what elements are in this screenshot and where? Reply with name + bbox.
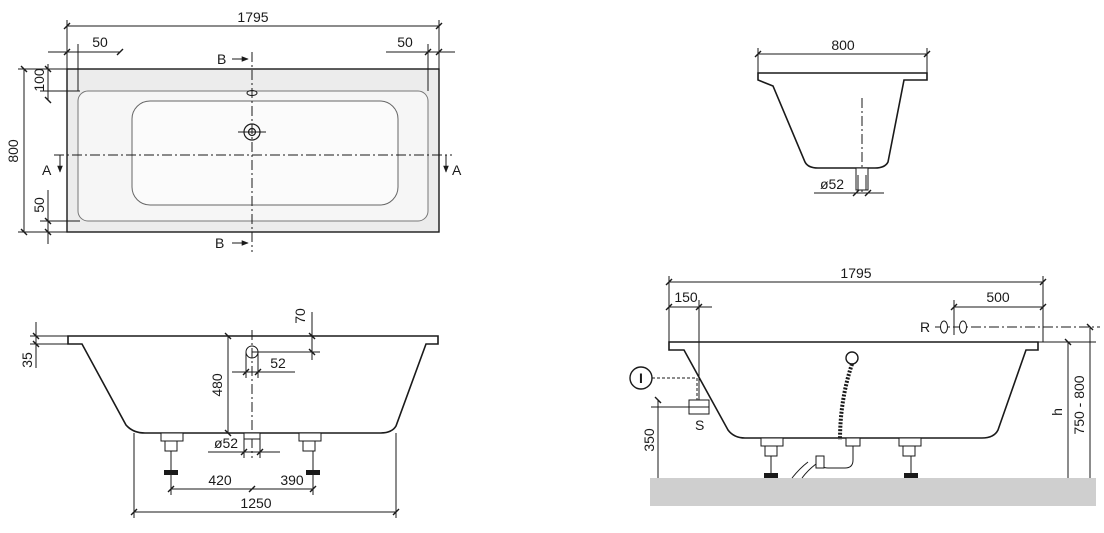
install-overall-length: 1795	[840, 265, 871, 281]
install-siphon-height: 350	[641, 428, 657, 452]
section-a-left: A	[42, 162, 52, 178]
tub-install-profile	[668, 341, 1039, 439]
valve-r-1	[940, 320, 948, 334]
install-foot-right	[898, 437, 922, 478]
siphon-label: S	[695, 417, 704, 433]
install-foot-left	[760, 437, 784, 478]
dim-top-rim: 100	[31, 68, 47, 92]
end-dim-width: 800	[831, 37, 855, 53]
valve-r-2	[959, 320, 967, 334]
install-end-offset: 150	[674, 289, 698, 305]
dim-bottom-rim: 50	[31, 197, 47, 213]
top-view: A A B B 1795 50 50 800 100 50	[5, 9, 462, 252]
side-foot-right-spacing: 390	[280, 472, 304, 488]
foot-right	[298, 432, 322, 475]
side-overflow-dia: 52	[270, 355, 286, 371]
side-rim-height: 35	[19, 352, 35, 368]
tub-basin-plan	[131, 100, 399, 206]
section-b-top: B	[217, 51, 226, 67]
side-drain-dia: ø52	[214, 435, 238, 451]
install-valve-offset: 500	[986, 289, 1010, 305]
dim-width: 800	[5, 139, 21, 163]
info-symbol-label: I	[639, 370, 643, 386]
install-height-label: h	[1049, 408, 1065, 416]
section-b-bottom: B	[215, 235, 224, 251]
side-depth: 480	[209, 373, 225, 397]
dim-right-offset: 50	[397, 34, 413, 50]
install-view: 1795 150 500 R S I 350 h 750 - 800	[629, 265, 1100, 506]
side-foot-left-spacing: 420	[208, 472, 232, 488]
end-drain-dia: ø52	[820, 176, 844, 192]
tub-end-profile	[757, 72, 928, 169]
side-section: 35 70 480 52 ø52 420 390 1250	[19, 308, 439, 518]
foot-left	[160, 432, 184, 475]
floor	[650, 478, 1096, 506]
tub-side-profile	[67, 335, 439, 434]
dim-overall-length: 1795	[237, 9, 268, 25]
valve-label: R	[920, 319, 930, 335]
waste-hose	[838, 363, 854, 441]
end-view: 800 ø52	[754, 37, 931, 197]
install-height-range: 750 - 800	[1071, 375, 1087, 434]
side-overflow-offset: 70	[292, 308, 308, 324]
section-a-right: A	[452, 162, 462, 178]
dim-left-offset: 50	[92, 34, 108, 50]
side-base-length: 1250	[240, 495, 271, 511]
